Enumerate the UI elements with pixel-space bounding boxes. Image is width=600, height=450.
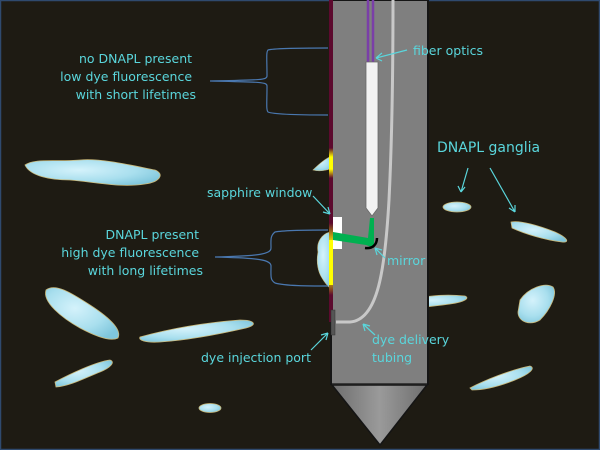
label-sapphire-window: sapphire window — [207, 185, 312, 200]
ganglion — [24, 159, 161, 186]
arrow-dye-tubing — [362, 323, 376, 336]
fluorescence-weak — [329, 148, 333, 178]
ganglion — [54, 359, 113, 388]
probe-body — [330, 0, 429, 385]
label-dnapl-present: DNAPL present high dye fluorescence with… — [61, 227, 203, 278]
label-dye-injection-port: dye injection port — [201, 350, 311, 365]
ganglion — [139, 319, 254, 343]
ganglion — [442, 201, 472, 213]
dye-injection-port — [330, 309, 336, 336]
arrow-fiber-optics — [375, 49, 408, 62]
brace-dnapl-present — [214, 229, 329, 287]
ganglion — [510, 221, 568, 243]
label-dye-delivery-tubing: dye delivery tubing — [372, 332, 453, 365]
arrow-mirror — [374, 247, 386, 259]
ganglion — [469, 365, 533, 391]
probe — [329, 0, 429, 447]
arrows — [310, 49, 516, 351]
dye-delivery-tubing — [336, 0, 395, 324]
fiber-housing — [365, 61, 379, 217]
label-no-dnapl: no DNAPL present low dye fluorescence wi… — [60, 51, 196, 102]
label-mirror: mirror — [387, 253, 426, 268]
arrow-ganglia-2 — [489, 167, 516, 213]
arrow-dye-injection — [310, 332, 329, 351]
fluorescence-core — [329, 240, 333, 285]
arrow-sapphire-window — [312, 195, 331, 215]
ganglion — [45, 287, 120, 340]
light-path — [333, 218, 374, 248]
ganglion — [517, 284, 555, 324]
mirror — [364, 237, 379, 250]
ganglion — [198, 403, 222, 413]
label-fiber-optics: fiber optics — [413, 43, 483, 58]
probe-tip — [330, 384, 429, 447]
arrow-ganglia-1 — [457, 167, 469, 193]
brace-no-dnapl — [209, 47, 329, 116]
label-dnapl-ganglia: DNAPL ganglia — [437, 140, 540, 156]
